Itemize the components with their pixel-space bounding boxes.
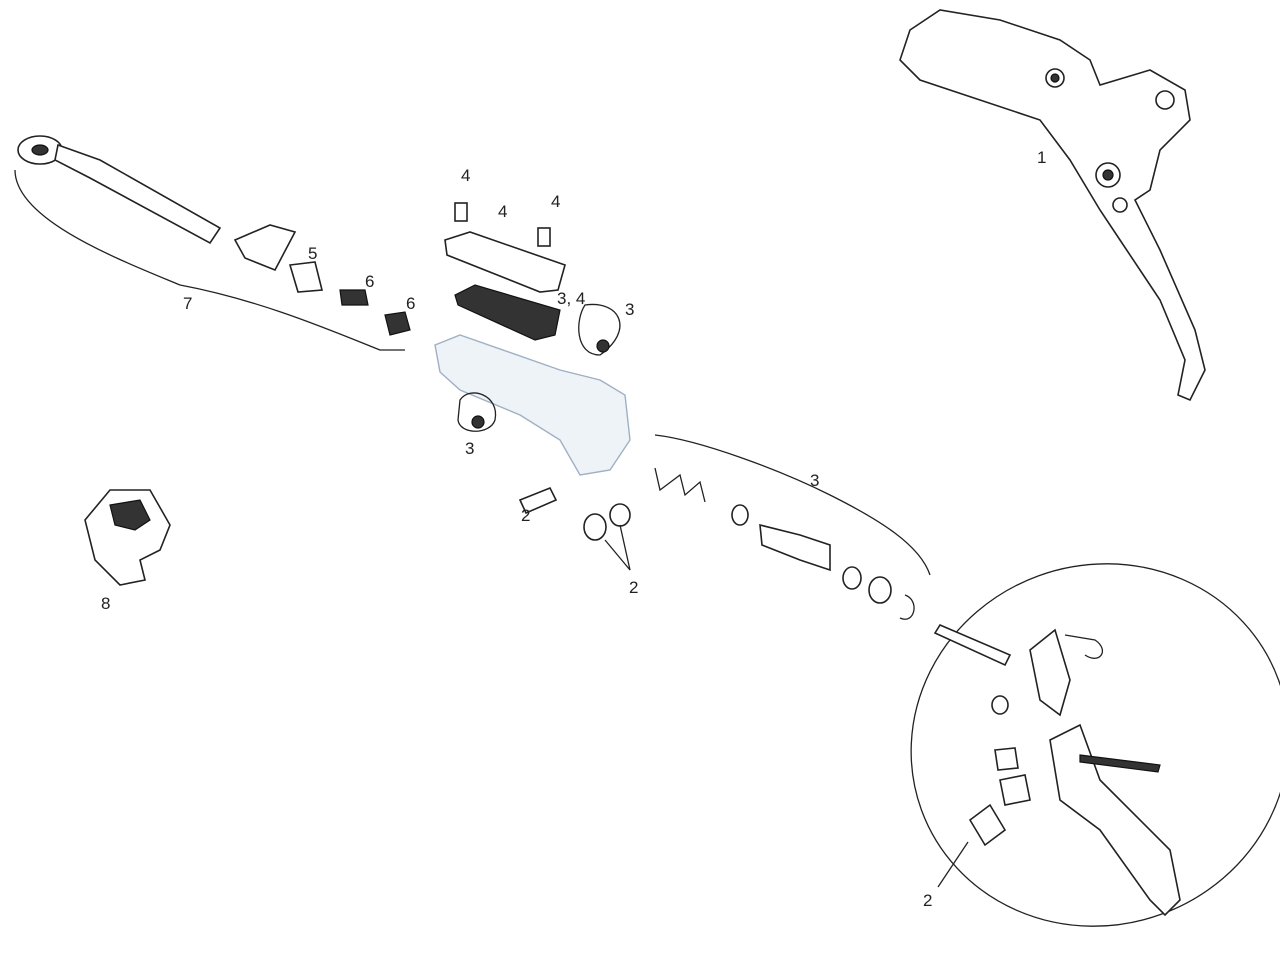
callout-6: 6 xyxy=(406,294,415,313)
callout-1: 1 xyxy=(1037,148,1046,167)
master-cylinder-body xyxy=(434,334,631,476)
callout-4: 4 xyxy=(551,192,560,211)
part-8-clamp xyxy=(84,489,171,586)
callout-5: 5 xyxy=(308,244,317,263)
callout-4: 4 xyxy=(498,202,507,221)
part-7-hose-assembly xyxy=(14,135,411,351)
callout-2: 2 xyxy=(629,578,638,597)
callout-3-4: 3, 4 xyxy=(557,289,585,308)
callout-3: 3 xyxy=(465,439,474,458)
part-4-reservoir-cap xyxy=(444,202,621,356)
callout-2: 2 xyxy=(923,891,932,910)
callout-8: 8 xyxy=(101,594,110,613)
part-2-detail-circle xyxy=(910,563,1280,927)
part-1-lever-assembly xyxy=(899,9,1206,402)
callout-2: 2 xyxy=(521,506,530,525)
callout-7: 7 xyxy=(183,294,192,313)
callout-3: 3 xyxy=(810,471,819,490)
callout-4: 4 xyxy=(461,166,470,185)
part-2-pins-washers xyxy=(518,486,631,571)
part-3-piston-assembly xyxy=(654,434,931,620)
callout-3: 3 xyxy=(625,300,634,319)
callout-6: 6 xyxy=(365,272,374,291)
